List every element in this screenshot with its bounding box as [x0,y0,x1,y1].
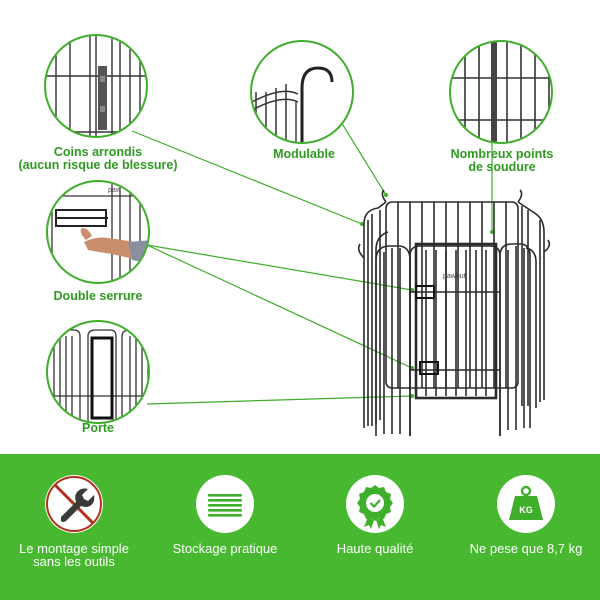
weight-unit-text: KG [519,505,533,515]
leader-rounded-corners [131,130,363,225]
welds-detail-image [449,40,553,144]
double-lock-label: Double serrure [53,289,143,303]
brand-mark-text: paw [108,187,122,194]
feature-quality-label: Haute qualité [336,541,414,556]
feature-no-tools-label: Le montage simple sans les outils [19,541,129,569]
no-tools-icon [45,475,103,533]
door-detail-image [46,320,150,424]
quality-badge-icon [346,475,404,533]
leader-modular [337,116,387,196]
welds-label: Nombreux points de soudure [450,147,554,174]
stacked-panels-icon [196,475,254,533]
playpen-product-image: pawhut [357,189,551,436]
pen-brand-mark: pawhut [443,273,466,280]
double-lock-detail-image: paw [46,180,150,284]
modular-detail-image [250,40,354,144]
weight-kg-icon: KG [497,475,555,533]
door-label: Porte [82,421,114,435]
feature-weight-label: Ne pese que 8,7 kg [469,541,583,556]
modular-label: Modulable [273,147,335,161]
feature-storage-label: Stockage pratique [172,541,278,556]
features-banner: Le montage simple sans les outils Stocka… [0,454,600,600]
rounded-corners-detail-image [44,34,148,138]
rounded-corners-label: Coins arrondis (aucun risque de blessure… [18,145,178,172]
